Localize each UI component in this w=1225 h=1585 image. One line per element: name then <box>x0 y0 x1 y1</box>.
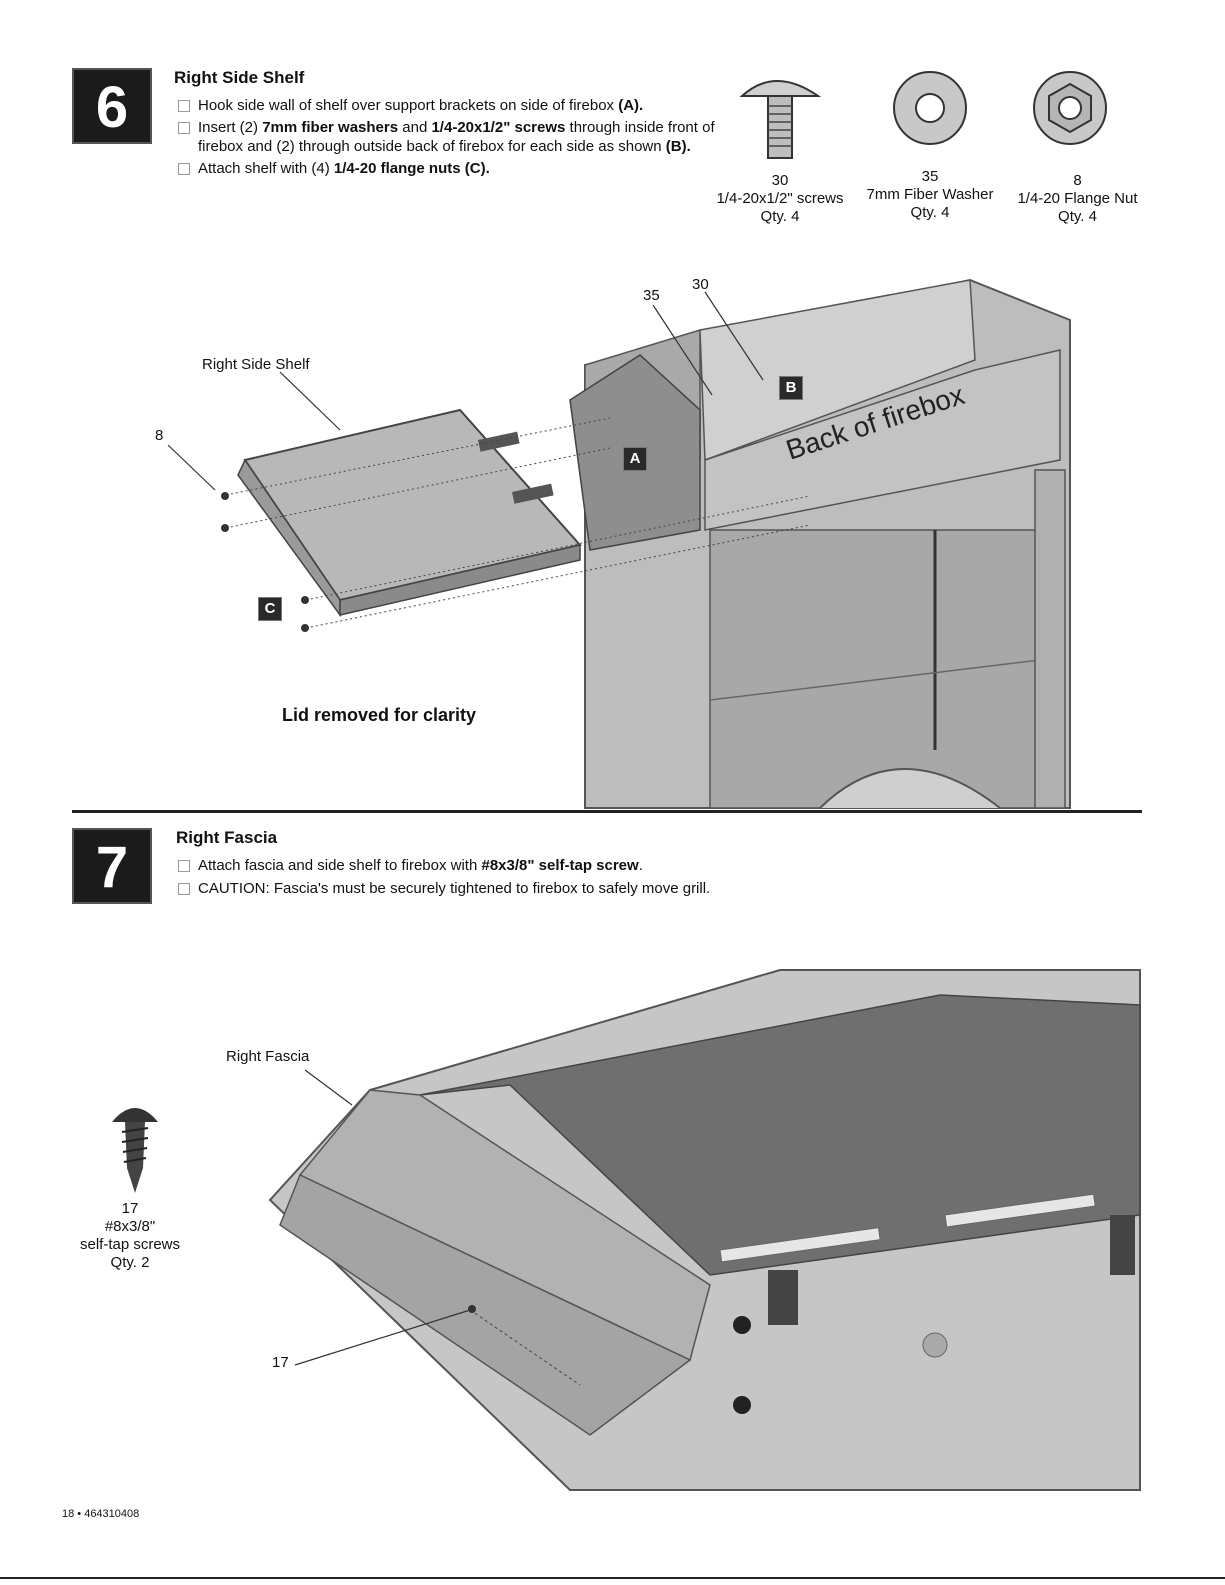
instruction-item: CAUTION: Fascia's must be securely tight… <box>176 879 976 898</box>
label-part-35: 35 <box>643 287 660 304</box>
grill-firebox-illustration <box>569 278 1071 809</box>
callout-a: A <box>623 447 647 471</box>
label-part-8: 8 <box>155 427 164 444</box>
lid-removed-note: Lid removed for clarity <box>282 705 477 725</box>
step-7-diagram <box>268 969 1141 1491</box>
instruction-item: Insert (2) 7mm fiber washers and 1/4-20x… <box>176 118 716 156</box>
step-6-number: 6 <box>72 68 152 144</box>
fascia-illustration <box>268 969 1141 1491</box>
step-6-diagram: Back of firebox <box>167 278 1071 809</box>
callout-c: C <box>258 597 282 621</box>
callout-b: B <box>779 376 803 400</box>
nut-markers <box>221 492 309 632</box>
step-6-instructions: Hook side wall of shelf over support bra… <box>176 96 716 178</box>
part-35: 35 7mm Fiber Washer Qty. 4 <box>866 168 994 221</box>
flange-nut-icon <box>1033 71 1107 145</box>
step-7-title: Right Fascia <box>176 828 278 847</box>
step-7-number: 7 <box>72 828 152 904</box>
label-part-30: 30 <box>692 276 709 293</box>
bottom-rule <box>0 1577 1225 1579</box>
part-8: 8 1/4-20 Flange Nut Qty. 4 <box>1017 172 1138 225</box>
label-right-fascia: Right Fascia <box>226 1048 310 1065</box>
page-footer: 18 • 464310408 <box>62 1508 140 1520</box>
part-17: 17 #8x3/8" self-tap screws Qty. 2 <box>79 1200 181 1271</box>
screw-icon <box>739 80 822 159</box>
step-6-title: Right Side Shelf <box>174 68 305 87</box>
label-part-17-diagram: 17 <box>272 1354 289 1371</box>
instruction-item: Attach fascia and side shelf to firebox … <box>176 856 976 875</box>
side-shelf-illustration <box>237 408 582 618</box>
self-tap-screw-icon <box>112 1108 158 1193</box>
label-right-side-shelf: Right Side Shelf <box>202 356 310 373</box>
section-divider <box>72 810 1142 813</box>
part-30: 30 1/4-20x1/2" screws Qty. 4 <box>716 172 844 225</box>
washer-icon <box>893 71 967 145</box>
step-7-instructions: Attach fascia and side shelf to firebox … <box>176 856 976 898</box>
hardware-icons <box>739 71 1107 159</box>
instruction-item: Hook side wall of shelf over support bra… <box>176 96 716 115</box>
instruction-item: Attach shelf with (4) 1/4-20 flange nuts… <box>176 159 716 178</box>
